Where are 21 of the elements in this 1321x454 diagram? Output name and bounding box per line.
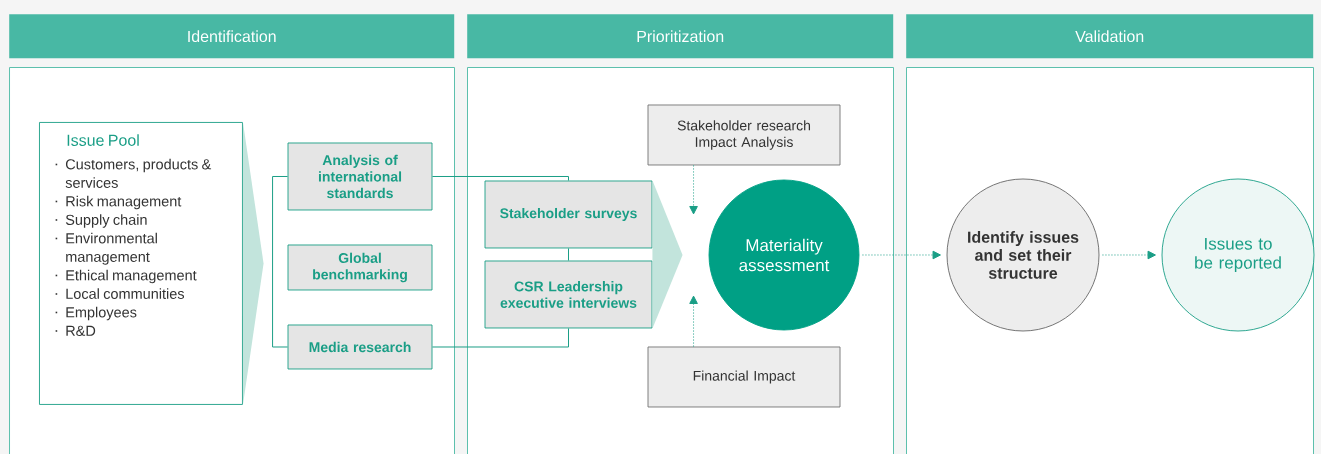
process-box: Stakeholder surveys [484,180,653,249]
header-band: Identification [9,14,455,59]
arrow [861,250,941,260]
connector-line [568,247,569,262]
arrow [1101,250,1156,260]
arrow [689,295,698,348]
list-box: Issue Pool Customers, products & services Risk management Supply chain Environmental management Ethical management Local communities Employees R&D [39,122,243,405]
connector-line [431,327,569,348]
arrow [689,164,698,215]
process-box: Financial Impact [647,346,841,408]
connector-line [272,176,289,348]
process-box: CSR Leadership executive interviews [484,260,653,329]
header-band: Validation [906,14,1314,59]
header-band: Prioritization [467,14,894,59]
connector-line [431,176,569,182]
chevron-arrow [652,255,683,329]
process-box: Stakeholder research Impact Analysis [647,104,841,166]
process-box: Global benchmarking [287,244,433,291]
chevron-arrow [652,180,683,255]
process-box: Media research [287,324,433,370]
process-box: Analysis of international standards [287,142,433,211]
